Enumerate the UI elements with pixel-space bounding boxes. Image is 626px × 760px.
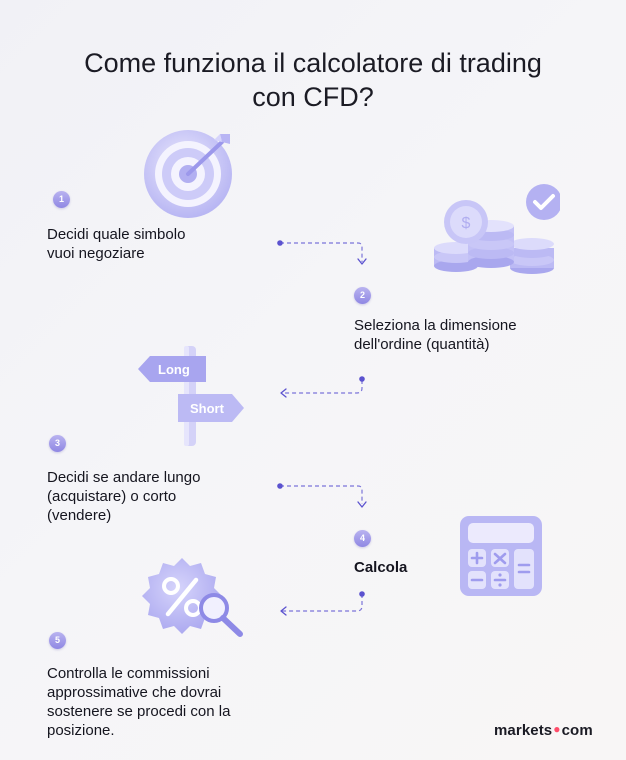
long-sign-label: Long <box>158 362 190 377</box>
connector-start-dot-3 <box>277 483 283 489</box>
step-1-line-1: Decidi quale simbolo <box>47 226 186 243</box>
connector-arrow-2 <box>280 388 287 398</box>
brand-logo: markets●com <box>494 722 593 739</box>
step-2-line-2: dell'ordine (quantità) <box>354 336 490 353</box>
step-4-badge: 4 <box>354 530 371 547</box>
step-5-line-1: Controlla le commissioni <box>47 665 210 682</box>
step-1-text: Decidi quale simbolo vuoi negoziare <box>47 225 185 263</box>
step-3-line-2: (acquistare) o corto <box>47 488 177 505</box>
connector-1-2 <box>280 242 363 262</box>
connector-start-dot-4 <box>359 591 365 597</box>
brand-right: com <box>561 722 593 739</box>
title-line-2: con CFD? <box>252 82 374 113</box>
svg-text:$: $ <box>462 215 471 232</box>
step-4-text: Calcola <box>354 558 407 577</box>
signpost-icon: Long Short <box>136 344 248 448</box>
title-line-1: Come funziona il calcolatore di trading <box>84 48 542 79</box>
connector-start-dot-2 <box>359 376 365 382</box>
connector-4-5 <box>282 594 363 612</box>
step-3-text: Decidi se andare lungo (acquistare) o co… <box>47 468 200 525</box>
step-3-badge: 3 <box>49 435 66 452</box>
target-icon <box>144 130 232 218</box>
brand-dot-icon: ● <box>553 722 561 736</box>
page-title: Come funziona il calcolatore di trading … <box>0 46 626 114</box>
step-1-badge: 1 <box>53 191 70 208</box>
step-5-line-4: posizione. <box>47 722 115 739</box>
step-2-line-1: Seleziona la dimensione <box>354 317 517 334</box>
connector-start-dot-1 <box>277 240 283 246</box>
step-2-badge: 2 <box>354 287 371 304</box>
step-5-line-2: approssimative che dovrai <box>47 684 222 701</box>
connector-arrow-4 <box>280 606 287 616</box>
short-sign-label: Short <box>190 401 224 416</box>
connector-2-3 <box>282 380 363 394</box>
coins-check-icon: $ <box>434 184 560 274</box>
step-3-line-1: Decidi se andare lungo <box>47 469 201 486</box>
signpost-graphic <box>138 346 244 446</box>
step-5-badge: 5 <box>49 632 66 649</box>
connector-3-4 <box>280 485 363 504</box>
step-5-text: Controlla le commissioni approssimative … <box>47 664 230 740</box>
connector-arrow-3 <box>357 501 367 508</box>
connector-arrow-1 <box>357 258 367 265</box>
step-1-line-2: vuoi negoziare <box>47 245 145 262</box>
step-3-line-3: (vendere) <box>47 507 112 524</box>
calculator-icon <box>460 516 542 596</box>
brand-left: markets <box>494 722 553 739</box>
step-2-text: Seleziona la dimensione dell'ordine (qua… <box>354 316 517 354</box>
step-4-line-1: Calcola <box>354 559 408 576</box>
step-5-line-3: sostenere se procedi con la <box>47 703 231 720</box>
percent-magnifier-icon <box>142 558 243 637</box>
